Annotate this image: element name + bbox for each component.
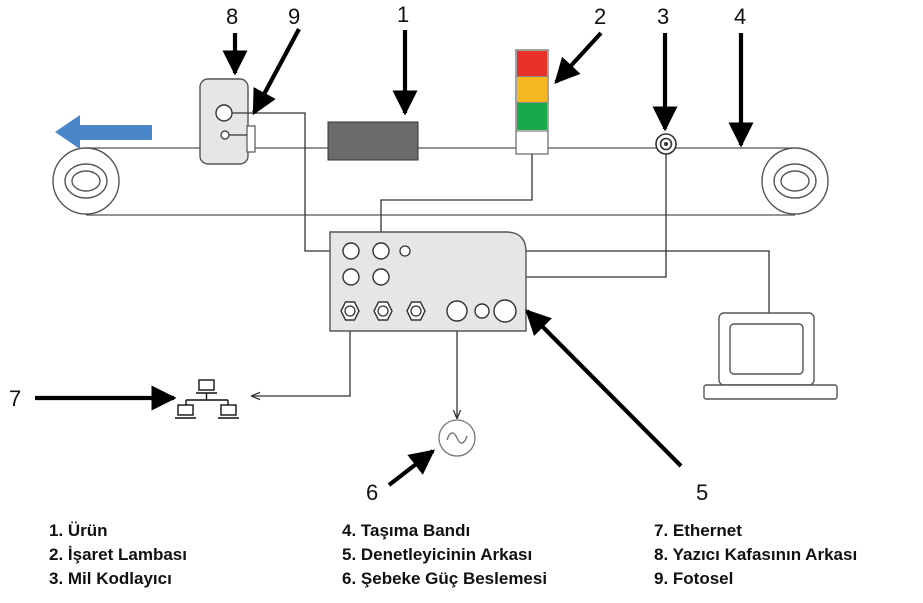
legend-item-2: 2. İşaret Lambası xyxy=(49,545,187,564)
legend-item-8: 8. Yazıcı Kafasının Arkası xyxy=(654,545,858,564)
callout-number-5: 5 xyxy=(696,480,708,505)
legend-item-5: 5. Denetleyicinin Arkası xyxy=(342,545,533,564)
belt-roller-left xyxy=(52,147,120,215)
legend-column-2: 4. Taşıma Bandı 5. Denetleyicinin Arkası… xyxy=(342,519,547,591)
legend-column-1: 1. Ürün 2. İşaret Lambası 3. Mil Kodlayı… xyxy=(49,519,187,591)
controller-back-panel xyxy=(329,231,527,332)
callout-numbers: 8 9 1 2 3 4 7 6 5 xyxy=(9,2,746,505)
printhead xyxy=(199,78,256,165)
legend-column-3: 7. Ethernet 8. Yazıcı Kafasının Arkası 9… xyxy=(654,519,857,591)
ac-power-icon xyxy=(438,419,476,457)
legend-item-7: 7. Ethernet xyxy=(654,521,742,540)
legend-item-4: 4. Taşıma Bandı xyxy=(342,521,471,540)
callout-arrow-2 xyxy=(554,31,603,84)
callout-arrow-6 xyxy=(387,449,435,487)
flow-direction-arrow xyxy=(55,115,152,149)
callout-number-1: 1 xyxy=(397,2,409,27)
callout-number-7: 7 xyxy=(9,386,21,411)
belt-roller-right xyxy=(761,147,829,215)
callout-arrow-9 xyxy=(252,28,301,116)
laptop-icon xyxy=(703,312,838,400)
callout-number-3: 3 xyxy=(657,4,669,29)
legend-item-1: 1. Ürün xyxy=(49,521,108,540)
callout-number-8: 8 xyxy=(226,4,238,29)
encoder-icon xyxy=(655,133,677,155)
legend-item-6: 6. Şebeke Güç Beslemesi xyxy=(342,569,548,588)
callout-number-2: 2 xyxy=(594,4,606,29)
ethernet-network-icon xyxy=(175,379,239,419)
conveyor-belt xyxy=(52,147,829,216)
callout-number-6: 6 xyxy=(366,480,378,505)
legend-item-3: 3. Mil Kodlayıcı xyxy=(49,569,172,588)
callout-number-9: 9 xyxy=(288,4,300,29)
ethernet-cable-path xyxy=(252,319,351,396)
callout-arrows xyxy=(35,28,754,487)
callout-number-4: 4 xyxy=(734,4,746,29)
callout-arrow-5 xyxy=(525,309,683,468)
product-box xyxy=(327,121,419,161)
legend-item-9: 9. Fotosel xyxy=(654,569,734,588)
signal-lamp xyxy=(515,49,549,155)
